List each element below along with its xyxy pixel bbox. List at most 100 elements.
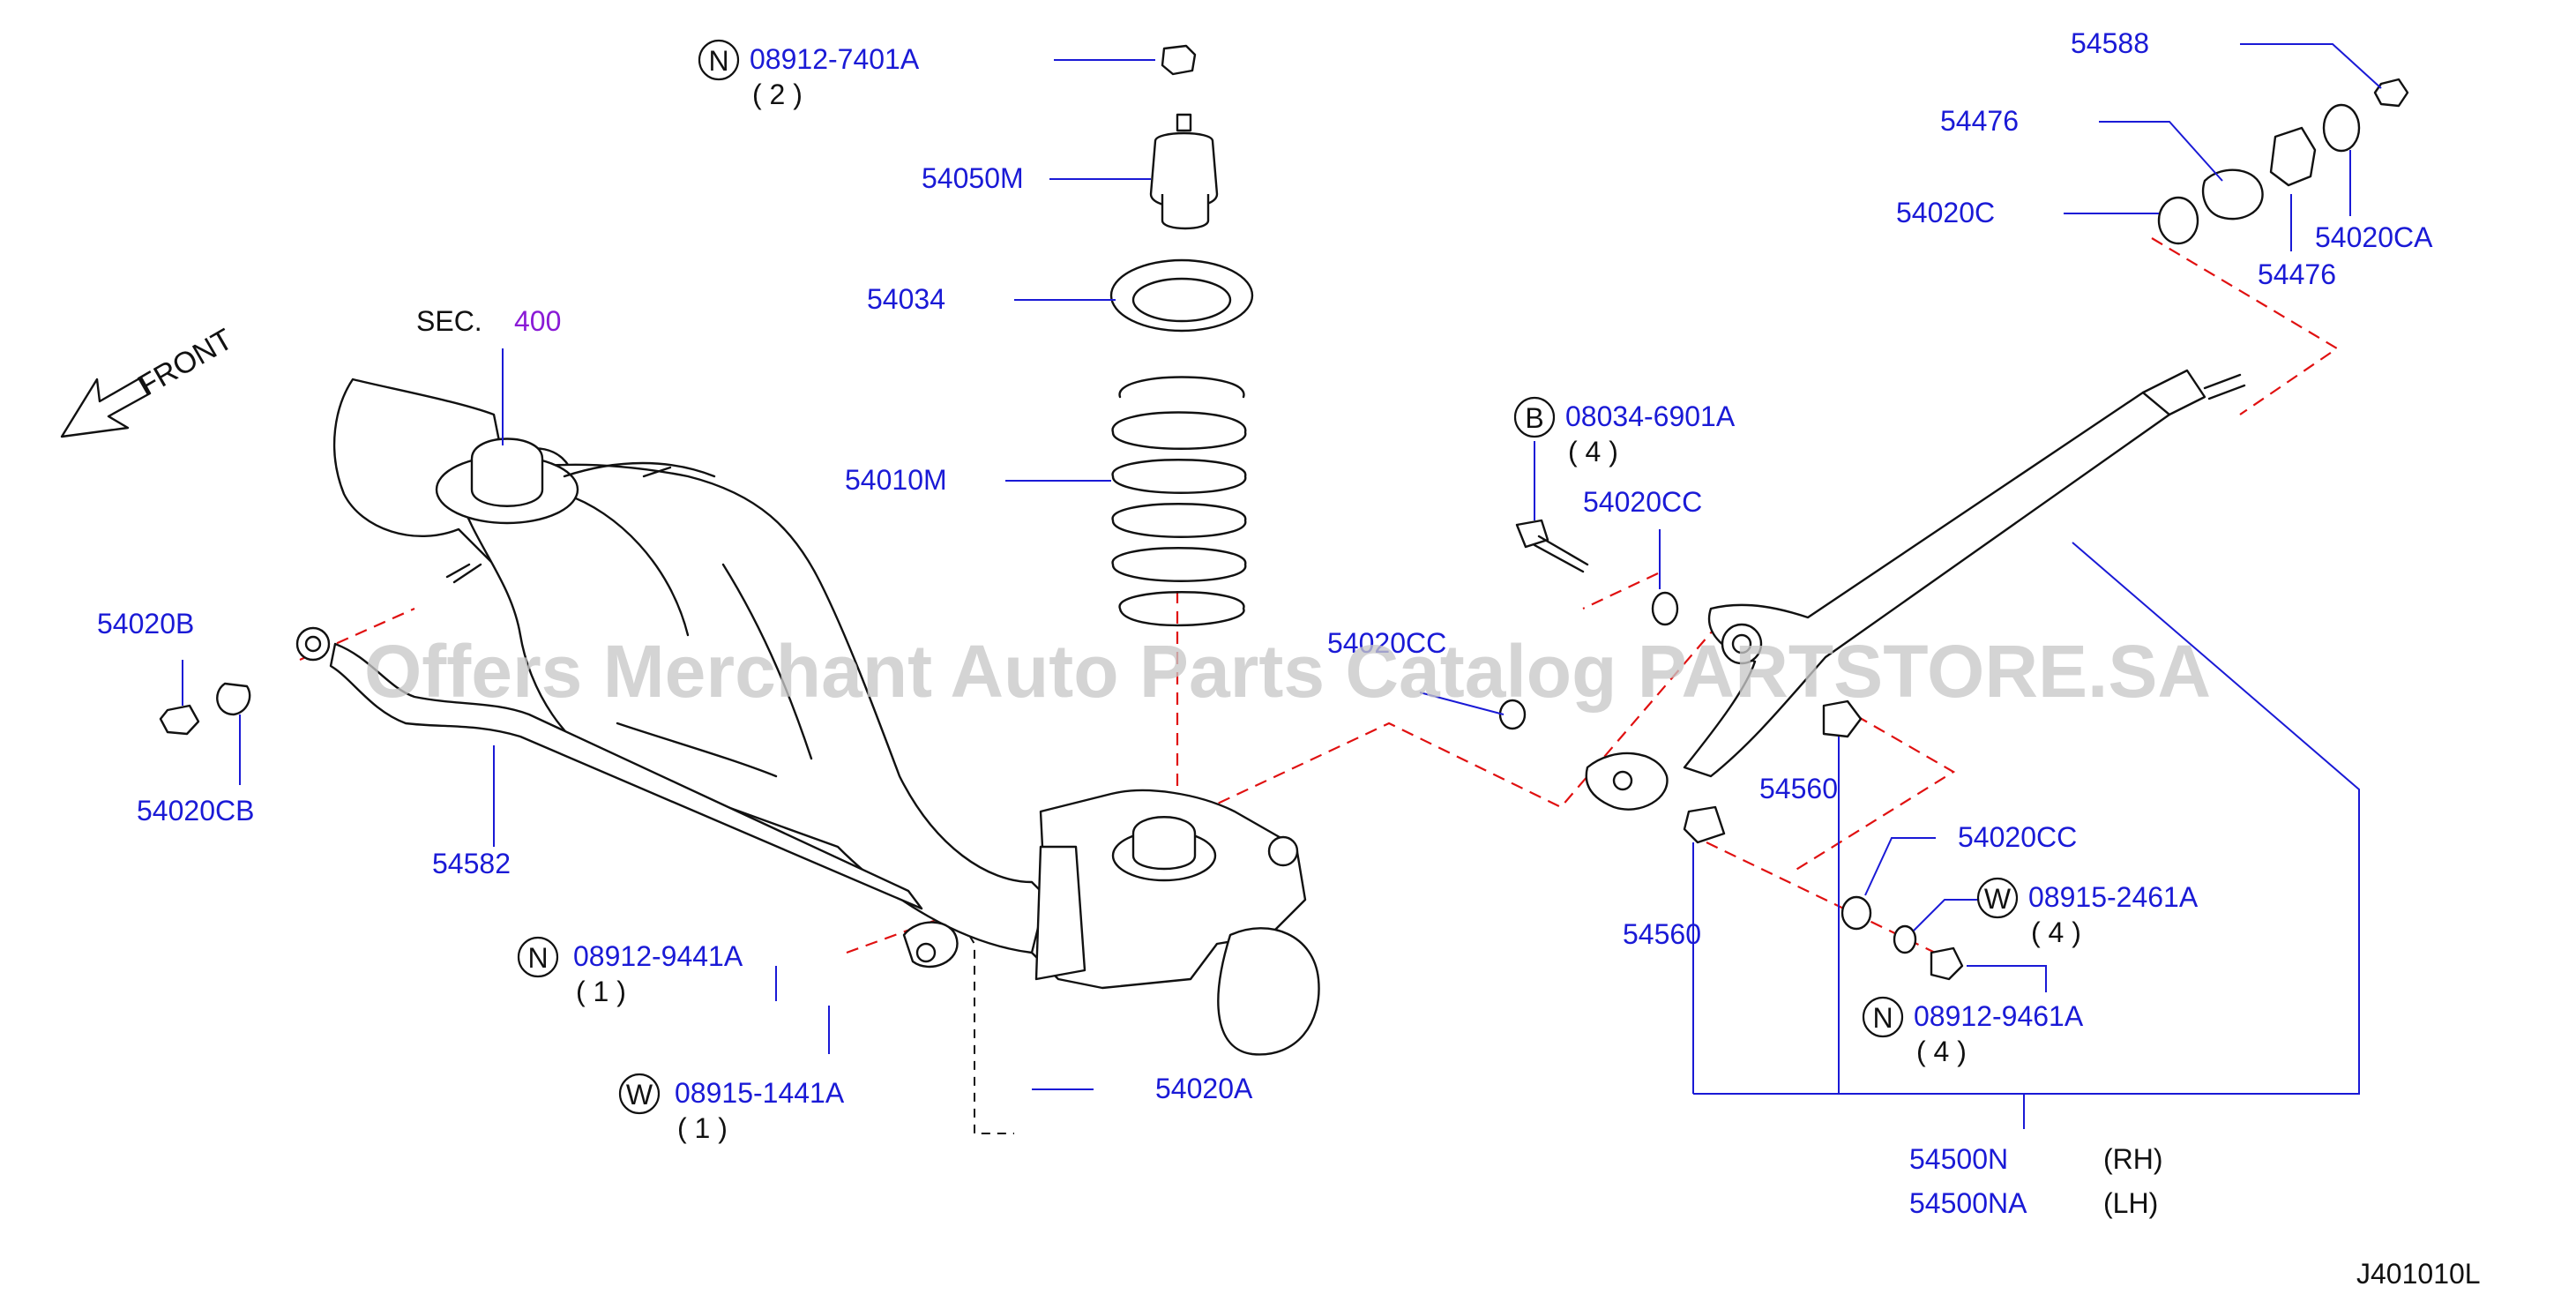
qty-08912-9461A: ( 4 ) [1916, 1036, 1967, 1067]
marker-n-icon [1862, 996, 1904, 1038]
rod-end-parts [2157, 78, 2409, 245]
spring-seat-inner [1131, 277, 1232, 323]
part-link-54476-bottom[interactable]: 54476 [2258, 258, 2336, 290]
part-link-54020CC-low[interactable]: 54020CC [1958, 821, 2077, 853]
bush-54476-b-piece [2201, 168, 2264, 221]
right-spring-pad-cup [1131, 816, 1197, 871]
part-link-08912-7401A[interactable]: 08912-7401A [750, 43, 920, 75]
figure-code: J401010L [2356, 1258, 2481, 1290]
lateral-link-arm [1683, 391, 2171, 778]
part-link-08912-9461A[interactable]: 08912-9461A [1914, 1000, 2084, 1032]
sec-label: SEC. [416, 305, 482, 337]
part-link-54010M[interactable]: 54010M [845, 464, 947, 496]
bush-left-piece [1683, 805, 1726, 844]
part-link-54020CC-mid[interactable]: 54020CC [1327, 627, 1446, 659]
coil-spring-drawing [1111, 376, 1247, 627]
part-link-08034-6901A[interactable]: 08034-6901A [1565, 400, 1736, 432]
watermark: Offers Merchant Auto Parts Catalog PARTS… [364, 630, 2211, 713]
front-arrow: FRONT [60, 322, 238, 438]
svg-text:N: N [708, 45, 728, 77]
bush-54476-a-piece [2269, 126, 2317, 187]
side-rh: (RH) [2103, 1143, 2163, 1175]
section-link-400[interactable]: 400 [514, 305, 561, 337]
part-link-54020CC-top[interactable]: 54020CC [1583, 486, 1702, 518]
bush-ghost [1789, 705, 1956, 874]
washer-w-piece [1893, 924, 1917, 954]
nut-left-piece [159, 704, 200, 736]
qty-08912-7401A: ( 2 ) [752, 79, 803, 110]
part-link-08915-2461A[interactable]: 08915-2461A [2028, 881, 2199, 913]
qty-08912-9441A: ( 1 ) [576, 976, 626, 1007]
part-link-54020A[interactable]: 54020A [1155, 1073, 1253, 1104]
part-link-54476-top[interactable]: 54476 [1940, 105, 2019, 137]
part-labels: 08912-7401A ( 2 ) 54050M 54034 54010M SE… [97, 27, 2481, 1290]
part-link-54034[interactable]: 54034 [867, 283, 945, 315]
marker-n-icon [698, 39, 740, 81]
rod-end-ghost [2151, 237, 2340, 415]
bumper-body [1149, 131, 1219, 209]
stabilizer-left-bush-hole [304, 635, 322, 653]
part-link-54020B[interactable]: 54020B [97, 608, 194, 640]
callout-markers: N N W B W N [517, 39, 2019, 1115]
marker-w-icon [1976, 877, 2019, 919]
front-label: FRONT [132, 322, 238, 402]
part-link-54050M[interactable]: 54050M [922, 162, 1024, 194]
part-link-54588[interactable]: 54588 [2071, 27, 2149, 59]
part-link-54582[interactable]: 54582 [432, 848, 511, 879]
housing-contours [563, 492, 813, 778]
bolt-head [1515, 519, 1549, 549]
nut-low-piece [1930, 946, 1964, 981]
front-arrow-icon [60, 376, 152, 438]
bolt-shank [1533, 535, 1589, 573]
spring-stack [1109, 44, 1254, 627]
upper-rail [563, 461, 716, 478]
part-link-54020CA[interactable]: 54020CA [2315, 221, 2433, 253]
washer-top-piece [1651, 591, 1679, 626]
svg-text:N: N [1872, 1002, 1893, 1034]
stabilizer-bar-drawing [159, 626, 959, 969]
link-lower-eye-hole [1612, 770, 1633, 791]
side-lh: (LH) [2103, 1187, 2158, 1219]
part-link-54500NA[interactable]: 54500NA [1909, 1187, 2027, 1219]
bush-right-piece [1822, 699, 1863, 738]
lower-bush-ghost [1706, 842, 1954, 962]
qty-08034-6901A: ( 4 ) [1568, 436, 1618, 468]
part-link-54560-left[interactable]: 54560 [1623, 918, 1701, 950]
part-link-08912-9441A[interactable]: 08912-9441A [573, 940, 743, 972]
link-upper-eye-hole [1731, 633, 1752, 654]
rear-axle-assembly [332, 378, 1320, 1056]
stabilizer-bar-shape [329, 642, 923, 910]
part-link-08915-1441A[interactable]: 08915-1441A [675, 1077, 845, 1109]
part-link-54500N[interactable]: 54500N [1909, 1143, 2008, 1175]
bumper-base [1161, 194, 1210, 230]
left-stud [445, 563, 482, 584]
top-nut [1161, 44, 1197, 76]
svg-text:W: W [1984, 883, 2012, 915]
svg-text:B: B [1525, 402, 1543, 434]
axle-housing [457, 463, 1060, 954]
qty-08915-1441A: ( 1 ) [677, 1112, 728, 1144]
upper-link-eye [1267, 835, 1299, 867]
part-link-54020C[interactable]: 54020C [1896, 197, 1995, 228]
marker-n-icon [517, 936, 559, 978]
brake-drum-backing [1217, 927, 1320, 1056]
link-thread [2203, 373, 2246, 400]
right-bracket [1034, 845, 1086, 981]
nut-54588-piece [2373, 78, 2409, 108]
marker-b-icon [1513, 396, 1556, 438]
washer-54020CA-piece [2322, 103, 2361, 153]
qty-08915-2461A: ( 4 ) [2031, 916, 2081, 948]
bush-54020C-piece [2157, 196, 2199, 245]
part-link-54020CB[interactable]: 54020CB [137, 795, 254, 827]
link-rod-end [2141, 369, 2206, 416]
stabilizer-right-bush-hole [915, 942, 937, 963]
svg-text:N: N [527, 942, 548, 974]
marker-w-icon [618, 1073, 661, 1115]
bolt-ghost [1582, 572, 1659, 610]
left-spring-pad-cup [470, 438, 544, 507]
svg-text:W: W [626, 1079, 653, 1111]
washer-low-piece [1841, 895, 1872, 931]
part-link-54560-right[interactable]: 54560 [1759, 773, 1838, 804]
